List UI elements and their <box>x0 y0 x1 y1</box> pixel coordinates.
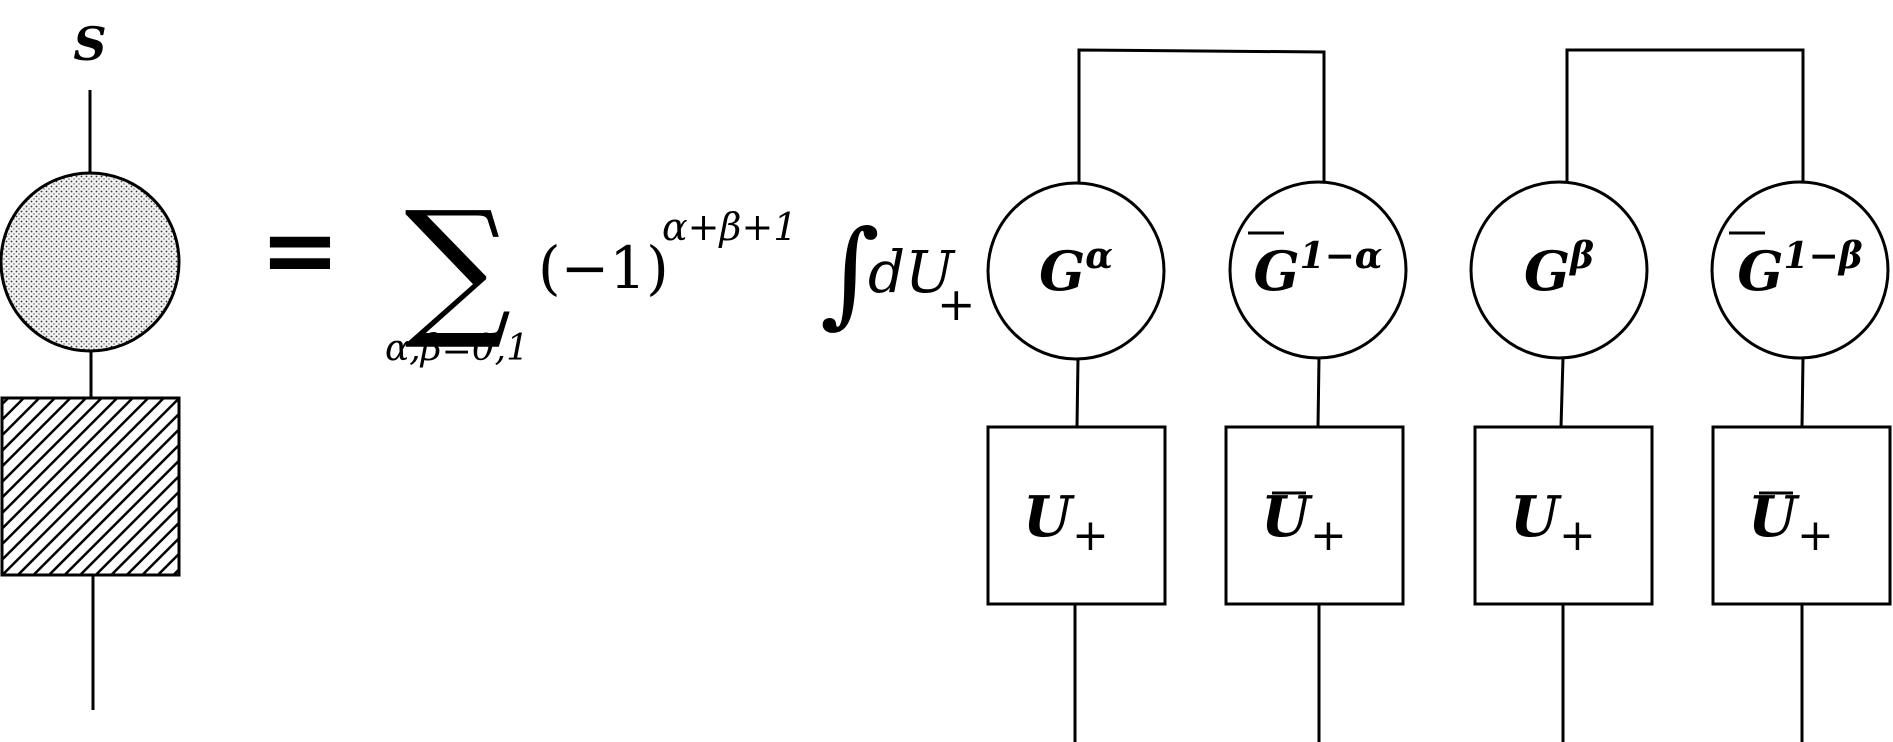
index-label-s: S <box>73 17 106 71</box>
dotted-circle-tensor <box>0 171 181 353</box>
equation: = ∑ α,β=0,1 (−1) α+β+1 ∫ dU + <box>260 180 976 369</box>
gbar-1-beta-circle <box>1710 180 1890 360</box>
measure-subscript: + <box>937 277 976 331</box>
contraction-bracket-beta <box>1565 48 1805 183</box>
sum-index: α,β=0,1 <box>385 328 529 369</box>
sign-exponent: α+β+1 <box>662 205 798 249</box>
contraction-bracket-alpha <box>1077 48 1326 183</box>
integral-symbol: ∫ <box>820 206 880 340</box>
g-beta-label: Gβ <box>1524 235 1594 303</box>
gbar-1-alpha-label: G1−α <box>1253 235 1382 303</box>
g-beta-circle <box>1469 180 1649 360</box>
u-plus-label-2: U+ <box>1510 484 1596 561</box>
ubar-plus-box <box>1224 425 1405 606</box>
tensor-column-g-beta: Gβ U+ <box>1469 180 1654 742</box>
gbar-1-beta-label: G1−β <box>1737 235 1862 303</box>
g-alpha-label: Gα <box>1039 235 1113 303</box>
measure: dU <box>868 238 956 306</box>
sign-base: (−1) <box>538 234 669 302</box>
ubar-plus-label-2: U+ <box>1748 484 1834 561</box>
ubar-plus-label: U+ <box>1261 484 1347 561</box>
left-tensor: S <box>0 17 181 710</box>
tensor-column-g-alpha: Gα U+ <box>986 181 1167 742</box>
equals-sign: = <box>260 193 340 306</box>
hatched-square-tensor <box>0 396 181 577</box>
sum-symbol: ∑ <box>404 180 511 354</box>
u-plus-label: U+ <box>1023 484 1109 561</box>
tensor-column-gbar-1-beta: G1−β U+ <box>1710 180 1892 742</box>
g-alpha-circle <box>986 181 1166 361</box>
tensor-column-gbar-1-alpha: G1−α U+ <box>1224 180 1408 742</box>
